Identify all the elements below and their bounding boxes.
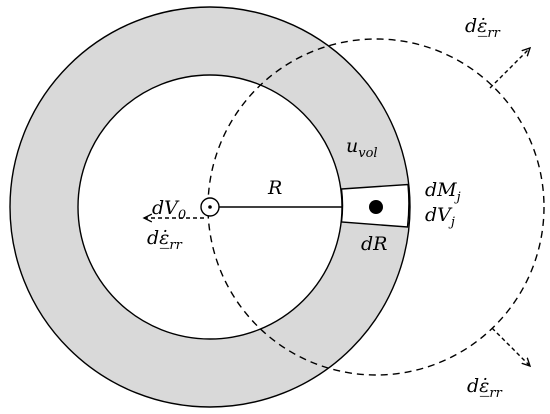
center-dot	[208, 205, 212, 209]
upper-strain-arrow	[489, 48, 530, 89]
label-dMj: dMj	[425, 179, 461, 205]
label-strain-rate-upper: dε̲̇rr	[465, 15, 501, 41]
dashed-influence-circle	[207, 38, 545, 376]
label-dV0: dV0	[152, 197, 186, 223]
label-radius: R	[267, 177, 282, 199]
label-u-vol: uvol	[346, 135, 378, 161]
label-strain-rate-lower: dε̲̇rr	[467, 375, 503, 401]
label-dR: dR	[361, 233, 387, 255]
label-strain-rate-center: dε̲̇rr	[147, 227, 183, 253]
label-dVj: dVj	[425, 204, 455, 230]
lower-strain-arrow	[491, 327, 530, 366]
mass-point	[369, 200, 383, 214]
